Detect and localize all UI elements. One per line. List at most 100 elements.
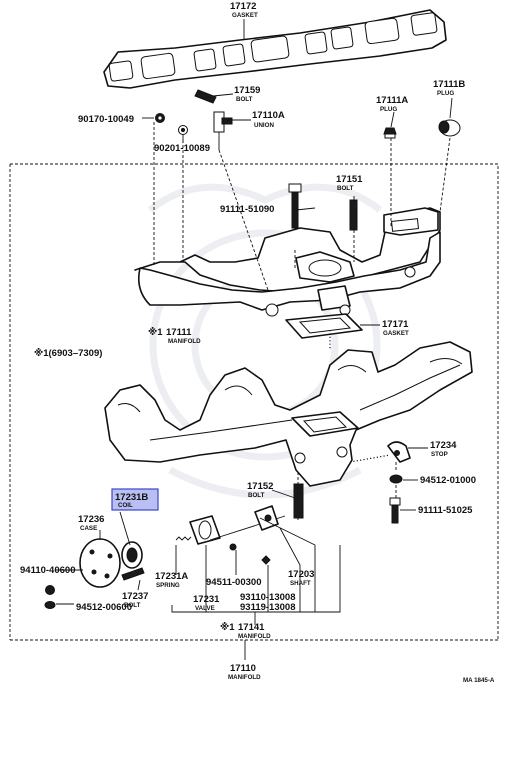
nut-90170-drawing[interactable]: [155, 113, 165, 123]
part-labels: 17172 GASKET 17159 BOLT 17111B PLUG 9017…: [20, 1, 495, 684]
label-17111A[interactable]: 17111A PLUG: [376, 95, 408, 113]
label-90170-10049[interactable]: 90170-10049: [78, 114, 134, 125]
bolt-91111-51025-drawing[interactable]: [389, 497, 401, 524]
leader-lines: [56, 19, 453, 660]
bolt-17237-drawing[interactable]: [121, 567, 145, 581]
label-94512-01000[interactable]: 94512-01000: [420, 475, 476, 486]
svg-text:17203: 17203: [288, 569, 314, 580]
washer-90201-drawing[interactable]: [178, 125, 188, 135]
label-17231[interactable]: 17231 VALVE: [193, 594, 220, 612]
svg-text:17231: 17231: [193, 594, 220, 605]
label-94511-00300[interactable]: 94511-00300: [206, 577, 261, 588]
label-17172[interactable]: 17172 GASKET: [230, 1, 258, 19]
spring-17231A-drawing[interactable]: [175, 536, 192, 541]
svg-text:90170-10049: 90170-10049: [78, 114, 134, 125]
manifold-17141-drawing[interactable]: [104, 341, 473, 487]
label-17110[interactable]: 17110 MANIFOLD: [228, 663, 261, 681]
svg-text:17110: 17110: [230, 663, 256, 674]
manifold-17111-drawing[interactable]: [134, 207, 441, 317]
svg-text:17231B: 17231B: [115, 492, 148, 503]
svg-text:94512-01000: 94512-01000: [420, 475, 476, 486]
gasket-17171-drawing[interactable]: [285, 313, 363, 339]
svg-text:94511-00300: 94511-00300: [206, 577, 261, 588]
pin-94511-drawing[interactable]: [229, 543, 237, 551]
svg-text:MANIFOLD: MANIFOLD: [238, 633, 271, 640]
label-17234[interactable]: 17234 STOP: [430, 440, 457, 458]
bolt-17152-drawing[interactable]: [293, 483, 304, 519]
valve-17231-drawing[interactable]: [189, 515, 221, 545]
svg-text:90201-10089: 90201-10089: [154, 143, 210, 154]
washer-94512-01000-drawing[interactable]: [389, 474, 403, 484]
label-17151[interactable]: 17151 BOLT: [336, 174, 363, 192]
svg-text:94512-00600: 94512-00600: [76, 602, 132, 613]
svg-text:※1: ※1: [220, 622, 235, 633]
diagram-code: MA 1845-A: [463, 677, 495, 684]
svg-text:PLUG: PLUG: [437, 90, 454, 97]
svg-text:GASKET: GASKET: [232, 12, 258, 19]
svg-text:91111-51090: 91111-51090: [220, 204, 274, 215]
union-17110A-drawing[interactable]: [213, 111, 233, 150]
svg-text:17159: 17159: [234, 85, 260, 96]
svg-text:VALVE: VALVE: [195, 605, 215, 612]
label-17141[interactable]: ※1 17141 MANIFOLD: [220, 622, 271, 640]
svg-text:BOLT: BOLT: [236, 96, 253, 103]
svg-text:91111-51025: 91111-51025: [418, 505, 473, 516]
label-17171[interactable]: 17171 GASKET: [382, 319, 409, 337]
svg-text:94110-40600: 94110-40600: [20, 565, 75, 576]
highlight-box-17231B: [111, 488, 159, 511]
plug-17111A-drawing[interactable]: [383, 127, 397, 139]
label-17159[interactable]: 17159 BOLT: [234, 85, 260, 103]
coil-17231B-drawing[interactable]: [121, 541, 143, 569]
washer-94512-00600-drawing[interactable]: [44, 601, 56, 609]
label-94110-40600[interactable]: 94110-40600: [20, 565, 75, 576]
label-91111-51090[interactable]: 91111-51090: [220, 204, 274, 215]
label-17203[interactable]: 17203 SHAFT: [288, 569, 314, 587]
label-17110A[interactable]: 17110A UNION: [252, 110, 285, 129]
label-93119-13008[interactable]: 93119-13008: [240, 602, 295, 613]
case-17236-drawing[interactable]: [79, 538, 121, 588]
svg-text:17172: 17172: [230, 1, 256, 12]
svg-text:17237: 17237: [122, 591, 148, 602]
label-17152[interactable]: 17152 BOLT: [247, 481, 273, 499]
stop-17234-drawing[interactable]: [387, 441, 411, 463]
svg-text:STOP: STOP: [431, 451, 448, 458]
gasket-17172-drawing[interactable]: [103, 9, 447, 89]
svg-text:17141: 17141: [238, 622, 265, 633]
label-94512-00600[interactable]: 94512-00600: [76, 602, 132, 613]
svg-text:17151: 17151: [336, 174, 363, 185]
label-17236[interactable]: 17236 CASE: [78, 514, 104, 532]
assembly-frame: [9, 163, 499, 640]
svg-text:GASKET: GASKET: [383, 330, 409, 337]
label-17237[interactable]: 17237 BOLT: [122, 591, 148, 609]
shaft-17203-drawing[interactable]: [209, 505, 286, 541]
svg-text:17236: 17236: [78, 514, 104, 525]
svg-text:93110-13008: 93110-13008: [240, 592, 295, 603]
svg-text:※1: ※1: [148, 327, 163, 338]
washer-93110-drawing[interactable]: [261, 555, 271, 565]
bolt-17151-drawing[interactable]: [349, 199, 358, 231]
nut-94110-drawing[interactable]: [45, 585, 55, 595]
svg-text:17231A: 17231A: [155, 571, 188, 582]
svg-text:93119-13008: 93119-13008: [240, 602, 295, 613]
svg-text:UNION: UNION: [254, 122, 274, 129]
plug-17111B-drawing[interactable]: [438, 119, 461, 137]
svg-text:17234: 17234: [430, 440, 457, 451]
svg-text:MANIFOLD: MANIFOLD: [168, 338, 201, 345]
svg-text:17111: 17111: [166, 327, 192, 338]
svg-text:PLUG: PLUG: [380, 106, 397, 113]
label-17231A[interactable]: 17231A SPRING: [155, 571, 188, 589]
label-17231B[interactable]: 17231B COIL: [115, 492, 148, 509]
label-93110-13008[interactable]: 93110-13008: [240, 592, 295, 603]
bolt-17159-drawing[interactable]: [194, 89, 217, 104]
svg-text:CASE: CASE: [80, 525, 97, 532]
label-17111[interactable]: ※1 17111 MANIFOLD: [148, 327, 201, 345]
applicability-note: ※1(6903–7309): [34, 348, 102, 359]
svg-text:17111A: 17111A: [376, 95, 408, 106]
svg-text:MANIFOLD: MANIFOLD: [228, 674, 261, 681]
svg-text:BOLT: BOLT: [124, 602, 141, 609]
label-90201-10089[interactable]: 90201-10089: [154, 143, 210, 154]
label-17111B[interactable]: 17111B PLUG: [433, 79, 465, 97]
label-91111-51025[interactable]: 91111-51025: [418, 505, 473, 516]
svg-text:17152: 17152: [247, 481, 273, 492]
